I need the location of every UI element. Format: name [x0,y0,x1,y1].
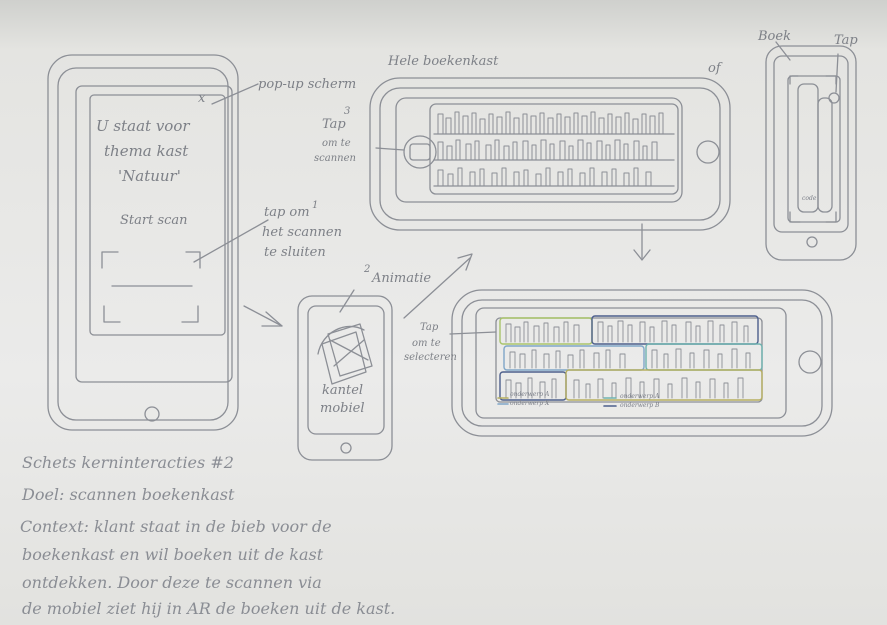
home-button-icon [144,406,160,422]
phone1-text-line3: 'Natuur' [118,167,181,185]
tap-target-icon [828,92,840,104]
home-button-icon [340,442,352,454]
bookshelf-books-top [437,111,664,187]
scan-button-icon [403,135,437,169]
tap-scan-label-1: Tap [322,117,346,132]
phone-animation-sketch [297,253,473,461]
scan-corner-icon [181,305,199,323]
or-label: of [708,61,721,76]
sketch-goal: Doel: scannen boekenkast [22,485,235,504]
tap-scan-label-2: om te [322,138,351,149]
whole-bookcase-label: Hele boekenkast [388,54,499,69]
start-scan-label: Start scan [120,213,188,228]
book-spine-icon [797,83,819,213]
rotating-phone-icon [327,323,373,377]
animation-number: 2 [364,264,371,275]
label-popup-screen: pop-up scherm [258,77,357,92]
phone1-text-line2: thema kast [104,142,189,160]
tilt-label-2: mobiel [320,401,365,416]
scan-corner-icon [103,305,121,323]
landscape-phone-bottom-sketch [449,289,833,437]
tap-select-label-3: selecteren [404,352,457,363]
home-button-icon [806,236,818,248]
arrow-up-right-icon [403,257,471,319]
context-line-4: de mobiel ziet hij in AR de boeken uit d… [22,599,396,618]
tap-close-number: 1 [312,200,319,211]
phone-popup-sketch [47,54,269,431]
tap-label: Tap [834,33,858,48]
tap-close-label-2: het scannen [262,225,342,240]
scan-corner-icon [185,251,201,269]
home-button-icon [696,140,720,164]
bookshelf-books-bottom [505,320,751,399]
context-line-2: boekenkast en wil boeken uit de kast [22,545,324,564]
legend-label-b2: onderwerp B [620,402,660,409]
tap-close-label-3: te sluiten [264,245,326,260]
book-label: Boek [758,29,791,44]
arrow-right-icon [243,305,283,327]
bookshelf-coloured-sections [499,315,763,401]
legend-swatches [497,397,617,407]
code-label: code [802,195,817,202]
phone1-text-line1: U staat voor [96,117,190,135]
context-line-3: ontdekken. Door deze te scannen via [22,573,322,592]
tap-close-label-1: tap om [264,205,310,220]
tap-scan-label-3: scannen [314,153,356,164]
legend-label-b1: onderwerp X [510,400,550,407]
close-mark-icon: x [198,91,206,106]
tap-select-label-1: Tap [420,322,439,333]
phone-book-sketch [765,41,857,261]
animation-label: Animatie [372,271,432,286]
home-button-icon [798,350,822,374]
context-line-1: Context: klant staat in de bieb voor de [20,517,332,536]
legend-label-a2: onderwerp A [620,393,660,400]
scan-corner-icon [101,251,119,269]
legend-label-a1: onderwerp A [510,391,550,398]
sketch-title: Schets kerninteracties #2 [22,453,234,472]
tap-scan-number: 3 [344,106,351,117]
tap-select-label-2: om te [412,338,441,349]
tilt-label-1: kantel [322,383,364,398]
